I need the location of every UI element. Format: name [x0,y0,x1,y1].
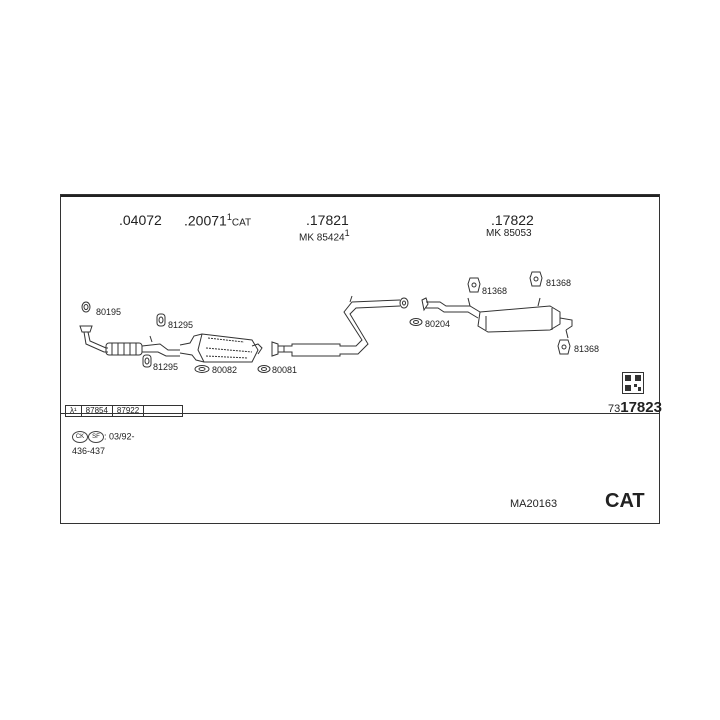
model-range: 436-437 [72,446,106,456]
part-label-80204[interactable]: 80204 [425,319,451,329]
part-label-17822[interactable]: .17822 [491,212,534,228]
part-label-81295-a[interactable]: 81295 [168,320,194,330]
part-label-81368-b[interactable]: 81368 [546,278,572,288]
hanger-81368-a-icon [467,277,481,293]
lambda-cell-empty [144,406,182,416]
part-label-81295-b[interactable]: 81295 [153,362,179,372]
rear-silencer-17822-icon [421,297,573,339]
mk-label-85053[interactable]: MK 85053 [486,228,532,239]
hanger-81368-c-icon [557,339,571,355]
reference-number[interactable]: 7317823 [608,399,662,416]
qr-code-icon [622,372,644,394]
gasket-81295-a-icon [156,313,166,327]
date-range: : 03/92- [104,431,135,442]
lambda-label: λ¹ [66,406,82,416]
ck-icon: CK [72,431,88,443]
part-label-81368-c[interactable]: 81368 [574,344,600,354]
gasket-80082-icon [194,365,210,373]
gasket-80081-icon [257,365,271,373]
ref-prefix: 73 [608,403,621,415]
ref-main: 17823 [620,399,662,416]
superscript: 1 [344,228,350,238]
frame-top-border [60,194,660,197]
part-label-80082[interactable]: 80082 [212,365,238,375]
cat-label: CAT [605,490,645,512]
part-label-80195[interactable]: 80195 [96,307,122,317]
catalytic-converter-20071-icon [179,333,263,363]
part-label-80081[interactable]: 80081 [272,365,298,375]
diagram-frame [60,194,660,524]
part-label-81368-a[interactable]: 81368 [482,286,508,296]
gasket-80195-icon [81,301,91,313]
sf-icon: SF [88,431,104,443]
gasket-80204-icon [409,318,423,326]
part-label-20071[interactable]: .200711CAT [184,212,251,229]
divider-line [60,413,660,414]
gasket-81295-b-icon [142,354,152,368]
part-label-04072[interactable]: .04072 [119,212,162,228]
cat-suffix: CAT [231,217,252,229]
hanger-81368-b-icon [529,271,543,287]
model-code: MA20163 [510,498,558,510]
part-number: .20071 [184,212,227,229]
intermediate-pipe-17821-icon [271,295,409,357]
superscript: 1 [226,212,232,222]
mk-number: MK 85424 [299,232,345,244]
lambda-cell-87922[interactable]: 87922 [113,406,145,416]
mk-label-85424[interactable]: MK 854241 [299,228,350,243]
front-pipe-04072-icon [79,325,180,357]
lambda-table: λ¹ 87854 87922 [65,405,184,417]
lambda-cell-87854[interactable]: 87854 [82,406,113,416]
part-label-17821[interactable]: .17821 [306,212,349,228]
